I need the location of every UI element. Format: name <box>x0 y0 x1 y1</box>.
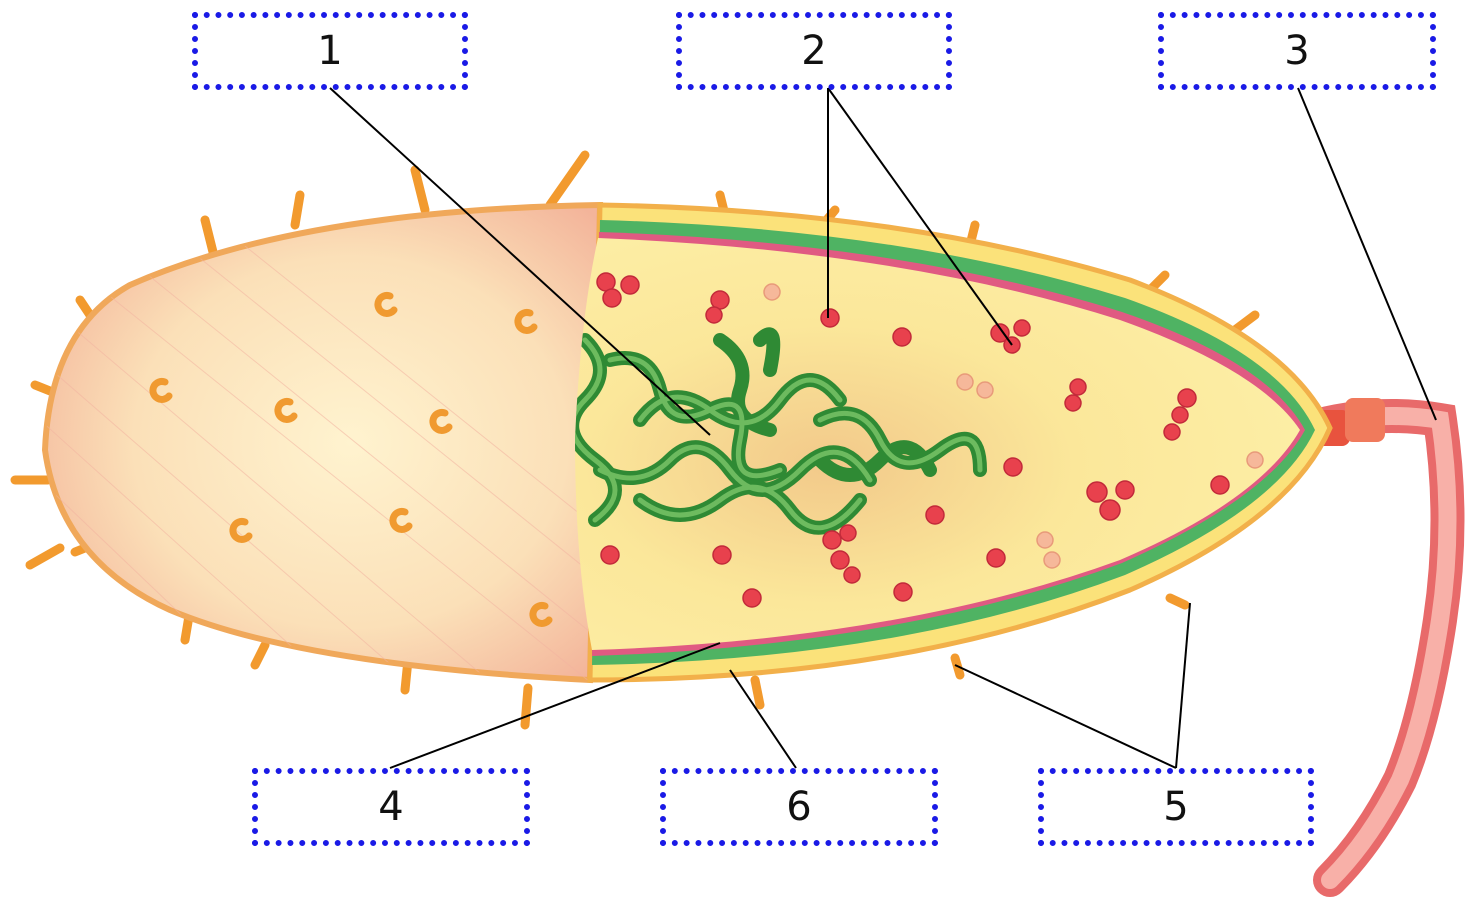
ribosome <box>1178 389 1196 407</box>
ribosome <box>706 307 722 323</box>
ribosome <box>831 551 849 569</box>
ribosome <box>1037 532 1053 548</box>
ribosome <box>1070 379 1086 395</box>
ribosome <box>957 374 973 390</box>
leader-line-5a <box>955 665 1176 768</box>
pilus <box>550 155 585 205</box>
label-5: 5 <box>1163 787 1188 827</box>
ribosome <box>1247 452 1263 468</box>
flagellum-base <box>1345 398 1385 442</box>
ribosome <box>743 589 761 607</box>
ribosome <box>844 567 860 583</box>
ribosome <box>823 531 841 549</box>
pilus <box>1235 315 1255 330</box>
ribosome <box>1116 481 1134 499</box>
ribosome <box>821 309 839 327</box>
label-2: 2 <box>801 31 826 71</box>
label-box-4[interactable]: 4 <box>252 768 530 846</box>
ribosome <box>893 328 911 346</box>
ribosome <box>926 506 944 524</box>
ribosome <box>987 549 1005 567</box>
pilus <box>255 645 265 665</box>
leader-line-5b <box>1176 603 1190 768</box>
label-1: 1 <box>317 31 342 71</box>
ribosome <box>1044 552 1060 568</box>
label-box-3[interactable]: 3 <box>1158 12 1436 90</box>
ribosome <box>977 382 993 398</box>
ribosome <box>621 276 639 294</box>
ribosome <box>1065 395 1081 411</box>
pilus <box>415 170 425 210</box>
pilus <box>30 548 60 565</box>
ribosome <box>894 583 912 601</box>
label-3: 3 <box>1284 31 1309 71</box>
leader-line-3 <box>1298 88 1436 420</box>
pilus <box>1170 598 1185 605</box>
ribosome <box>764 284 780 300</box>
label-box-5[interactable]: 5 <box>1038 768 1314 846</box>
ribosome <box>1087 482 1107 502</box>
ribosome <box>1014 320 1030 336</box>
label-6: 6 <box>786 787 811 827</box>
pilus <box>755 680 760 705</box>
label-4: 4 <box>378 787 403 827</box>
label-box-2[interactable]: 2 <box>676 12 952 90</box>
ribosome <box>1004 458 1022 476</box>
leader-line-6 <box>730 670 796 768</box>
ribosome <box>1172 407 1188 423</box>
ribosome <box>1211 476 1229 494</box>
ribosome <box>1164 424 1180 440</box>
label-box-6[interactable]: 6 <box>660 768 938 846</box>
label-box-1[interactable]: 1 <box>192 12 468 90</box>
ribosome <box>1100 500 1120 520</box>
pilus <box>295 195 300 225</box>
ribosome <box>603 289 621 307</box>
ribosome <box>713 546 731 564</box>
capsule <box>45 205 600 680</box>
pilus <box>525 688 528 725</box>
ribosome <box>601 546 619 564</box>
ribosome <box>840 525 856 541</box>
